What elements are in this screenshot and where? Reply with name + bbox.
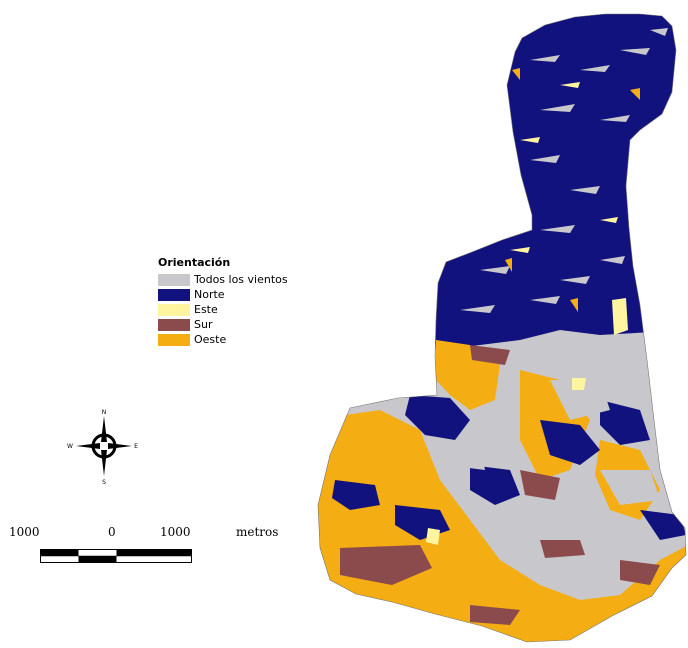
- compass-north-label: N: [102, 409, 107, 416]
- north-arrow-icon: N S W E: [67, 409, 138, 486]
- scale-center-label: 0: [108, 525, 116, 539]
- zone-norte-8: [640, 510, 686, 540]
- legend: Orientación Todos los vientos Norte Este…: [158, 256, 288, 347]
- compass-west-label: W: [67, 443, 73, 450]
- legend-item-oeste: Oeste: [158, 332, 288, 347]
- zone-norte-2: [405, 395, 470, 440]
- compass-south-label: S: [102, 479, 106, 486]
- zone-todos-4: [560, 340, 605, 368]
- scale-right-label: 1000: [160, 525, 191, 539]
- legend-item-norte: Norte: [158, 287, 288, 302]
- scale-left-label: 1000: [9, 525, 40, 539]
- zone-este: [612, 298, 628, 335]
- legend-item-todos: Todos los vientos: [158, 272, 288, 287]
- legend-item-sur: Sur: [158, 317, 288, 332]
- zone-oeste: [318, 410, 686, 642]
- zone-todos-2: [600, 470, 660, 505]
- north-streaks: [460, 28, 668, 313]
- scale-unit-label: metros: [236, 525, 279, 539]
- zone-este-3: [426, 528, 440, 545]
- legend-item-este: Este: [158, 302, 288, 317]
- legend-swatch-oeste: [158, 333, 190, 346]
- zone-todos: [550, 380, 610, 420]
- zone-sur-6: [470, 605, 520, 625]
- legend-label-sur: Sur: [194, 318, 213, 331]
- zone-norte: [430, 14, 686, 350]
- zone-norte-7: [332, 480, 380, 510]
- zone-norte-6: [470, 465, 520, 505]
- north-streaks-west: [505, 68, 640, 312]
- legend-label-norte: Norte: [194, 288, 225, 301]
- scale-bar: [40, 549, 192, 563]
- legend-swatch-todos: [158, 273, 190, 286]
- zone-este-2: [572, 378, 586, 390]
- legend-label-todos: Todos los vientos: [194, 273, 288, 286]
- legend-title: Orientación: [158, 256, 231, 269]
- zone-sur-5: [620, 560, 660, 585]
- zone-sur-4: [470, 345, 510, 365]
- compass-east-label: E: [134, 443, 138, 450]
- zone-todos-3: [440, 440, 485, 470]
- zone-sur-3: [540, 540, 585, 558]
- zone-sur-2: [520, 470, 560, 500]
- legend-swatch-sur: [158, 318, 190, 331]
- legend-swatch-este: [158, 303, 190, 316]
- zone-norte-4: [600, 400, 650, 445]
- legend-label-este: Este: [194, 303, 218, 316]
- legend-label-oeste: Oeste: [194, 333, 227, 346]
- zone-sur: [340, 545, 432, 585]
- legend-swatch-norte: [158, 288, 190, 301]
- north-streaks-east: [510, 82, 618, 253]
- zone-norte-3: [540, 420, 600, 465]
